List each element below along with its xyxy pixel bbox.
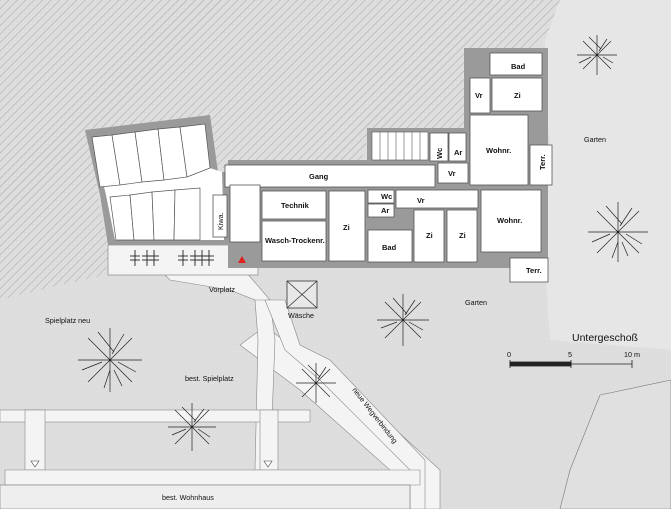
label-wohnr-top: Wohnr. — [486, 146, 511, 155]
room-zi-left — [328, 190, 366, 262]
tree-icon — [588, 202, 648, 262]
tree-icon — [168, 403, 216, 451]
label-ar-top: Ar — [454, 148, 462, 157]
room-terr-right — [529, 144, 553, 186]
walk-strip — [4, 469, 421, 486]
room-kiwa — [212, 194, 228, 238]
label-vr-top: Vr — [475, 91, 483, 100]
label-wc-mid: Wc — [381, 192, 392, 201]
label-vorplatz: Vorplatz — [209, 285, 235, 294]
waesche-box — [286, 280, 318, 309]
label-technik: Technik — [281, 201, 310, 210]
label-garten-right: Garten — [584, 135, 606, 144]
bicycle-racks — [130, 250, 214, 266]
room-wohnr-low — [480, 189, 542, 253]
marker-triangle-icon — [30, 460, 40, 468]
label-waesche: Wäsche — [288, 311, 314, 320]
marker-triangle-icon — [263, 460, 273, 468]
room-wc-mid — [367, 189, 395, 204]
label-bad-low: Bad — [382, 243, 397, 252]
room-wc-top — [429, 132, 449, 162]
room-vr-top — [469, 77, 491, 114]
label-terr-low: Terr. — [526, 266, 542, 275]
room-vr-mid — [437, 162, 469, 184]
room-gang — [224, 164, 436, 188]
label-zi-low1: Zi — [426, 231, 433, 240]
room-zi-low2 — [446, 209, 478, 263]
terrain-hatch — [0, 0, 560, 300]
label-best-spielplatz: best. Spielplatz — [185, 374, 234, 383]
label-kiwa: Kiwa. — [216, 212, 225, 230]
room-wohnr-top — [469, 114, 529, 186]
path-pedestrian — [264, 299, 426, 509]
room-bad-low — [367, 229, 413, 263]
tree-icon — [577, 35, 617, 75]
room-ar-mid — [367, 203, 395, 218]
label-ar-mid: Ar — [381, 206, 389, 215]
room-bad-top — [489, 52, 543, 76]
room-zi-top — [491, 77, 543, 112]
room-vr-low — [395, 189, 479, 209]
garage-bays — [91, 123, 211, 241]
label-gang: Gang — [309, 172, 329, 181]
room-gang-ext — [229, 184, 261, 243]
label-terr-right: Terr. — [538, 154, 547, 170]
label-wc-top: Wc — [435, 148, 444, 159]
label-wohnr-low: Wohnr. — [497, 216, 522, 225]
label-spielplatz-neu: Spielplatz neu — [45, 316, 90, 325]
room-technik — [261, 190, 327, 220]
label-vr-low: Vr — [417, 196, 425, 205]
label-bad-top: Bad — [511, 62, 526, 71]
entrance-marker-icon — [238, 256, 246, 263]
room-terr-low — [509, 257, 549, 283]
path-bottom-left — [0, 409, 311, 423]
stairs — [371, 131, 429, 161]
room-wasch — [261, 220, 327, 262]
tree-icon — [377, 294, 429, 346]
tree-icon — [78, 328, 142, 392]
label-garten-bottom: Garten — [465, 298, 487, 307]
building-best-wohnhaus — [0, 484, 411, 509]
garden-area-right — [545, 0, 671, 350]
tree-icon — [296, 363, 336, 403]
scale-tick-0: 0 — [507, 350, 511, 359]
room-zi-low1 — [413, 209, 445, 263]
label-vr-mid: Vr — [448, 169, 456, 178]
scale-bar — [509, 360, 633, 368]
label-zi-low2: Zi — [459, 231, 466, 240]
room-ar-top — [448, 132, 467, 162]
label-zi-top: Zi — [514, 91, 521, 100]
scale-tick-5: 5 — [568, 350, 572, 359]
label-wasch: Wasch-Trockenr. — [265, 236, 325, 245]
plan-title: Untergeschoß — [572, 332, 638, 344]
label-zi-left: Zi — [343, 223, 350, 232]
scale-tick-10: 10 m — [624, 350, 640, 359]
label-best-wohnhaus: best. Wohnhaus — [162, 493, 214, 502]
building-right-bottom — [559, 379, 671, 509]
